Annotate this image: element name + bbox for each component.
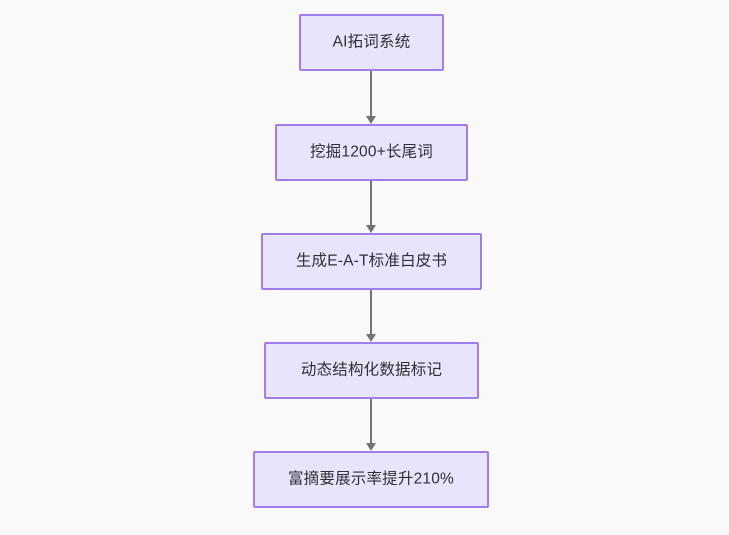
flow-edge-line	[370, 399, 372, 444]
flow-edge-line	[370, 290, 372, 335]
flow-edge-arrowhead-icon	[366, 443, 376, 451]
flow-edge-arrowhead-icon	[366, 334, 376, 342]
flow-node-label: AI拓词系统	[332, 33, 411, 51]
flow-node-label: 生成E-A-T标准白皮书	[295, 252, 448, 270]
flow-edge-arrowhead-icon	[366, 116, 376, 124]
flow-node-dynamic-structured-data-markup[interactable]: 动态结构化数据标记	[264, 342, 479, 399]
flow-edge-arrowhead-icon	[366, 225, 376, 233]
flow-node-label: 挖掘1200+长尾词	[309, 143, 434, 161]
flow-edge-2	[366, 181, 376, 233]
flow-node-rich-snippet-impression-lift[interactable]: 富摘要展示率提升210%	[253, 451, 489, 508]
flow-node-mine-longtail-keywords[interactable]: 挖掘1200+长尾词	[275, 124, 468, 181]
flow-node-ai-keyword-system[interactable]: AI拓词系统	[299, 14, 444, 71]
flow-edge-1	[366, 71, 376, 124]
flow-node-label: 富摘要展示率提升210%	[287, 470, 455, 488]
flow-edge-line	[370, 71, 372, 117]
flow-edge-3	[366, 290, 376, 342]
flow-edge-4	[366, 399, 376, 451]
flow-node-label: 动态结构化数据标记	[300, 361, 443, 379]
flow-node-generate-eat-whitepaper[interactable]: 生成E-A-T标准白皮书	[261, 233, 482, 290]
flow-edge-line	[370, 181, 372, 226]
